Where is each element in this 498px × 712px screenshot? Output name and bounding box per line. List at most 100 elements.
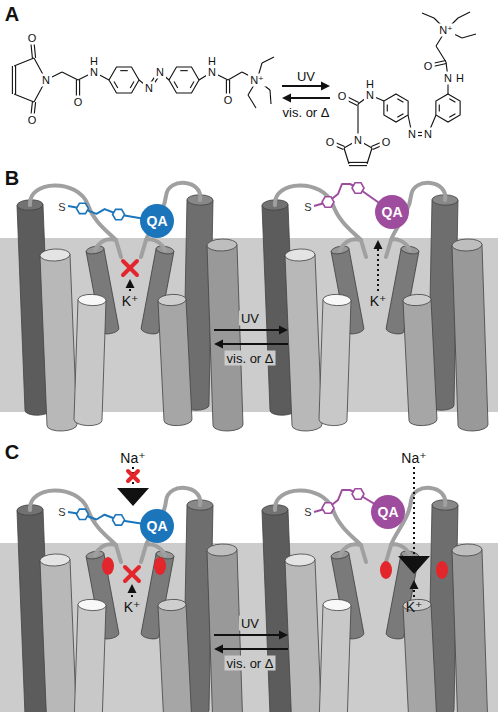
loop (146, 239, 165, 250)
arrow-head (279, 631, 288, 640)
helix-top (452, 239, 482, 252)
helix-top (158, 294, 187, 307)
single-bond (270, 90, 271, 104)
helix-body (285, 559, 322, 712)
linker-ring (352, 489, 364, 499)
atom-label: O (72, 96, 85, 109)
helix-body (40, 559, 77, 712)
arrow-head (321, 82, 330, 91)
aromatic-bond (114, 81, 118, 88)
loop (95, 544, 116, 555)
aromatic-bond (397, 114, 403, 118)
panel-letter: B (5, 168, 19, 188)
na-flux-line (413, 467, 415, 556)
helix-cylinder (452, 544, 488, 712)
linker-ring (113, 209, 125, 219)
filter-site (436, 561, 448, 579)
helix-top (40, 248, 70, 261)
single-bond (344, 148, 349, 164)
atom-label: N (422, 128, 434, 141)
loop (275, 490, 366, 562)
light-label: UV (297, 70, 315, 83)
helix-body (319, 300, 351, 427)
photoswitch-arrow (223, 343, 288, 345)
atom-label: N⁺ (437, 24, 455, 37)
arrow-head (279, 326, 288, 335)
node-text: QA (147, 519, 168, 533)
helix-body (403, 604, 437, 712)
photoswitch-arrow (282, 85, 321, 87)
helix-body (319, 605, 351, 712)
aromatic-bond (439, 104, 440, 111)
helix-top (285, 248, 315, 261)
sulfur-label: S (58, 202, 65, 213)
helix-cylinder (40, 553, 77, 712)
na-flux-head (398, 556, 430, 574)
helix-top (323, 294, 351, 306)
atom-label: O (222, 94, 235, 107)
helix-body (207, 550, 243, 712)
aromatic-bond (190, 81, 194, 88)
node-text: QA (378, 505, 399, 519)
helix-cylinder (319, 599, 351, 712)
single-bond (367, 148, 372, 164)
helix-cylinder (207, 239, 243, 432)
arrow-head (214, 645, 223, 654)
benzene-ring (109, 67, 139, 93)
benzene-ring (436, 94, 460, 122)
atom-label: N (143, 82, 155, 95)
helix-body (158, 604, 192, 712)
helix-top (323, 599, 351, 611)
aromatic-bond (449, 114, 455, 118)
single-bond (462, 34, 476, 38)
arrow-head (128, 584, 137, 593)
channel (262, 183, 488, 432)
helix-cylinder (319, 294, 351, 426)
loop (391, 544, 410, 555)
helix-body (285, 254, 322, 431)
aromatic-bond (130, 81, 134, 88)
atom-label: H (206, 55, 218, 68)
benzene-ring (384, 94, 408, 122)
channel (262, 488, 488, 712)
sulfur-label: S (304, 507, 311, 518)
double-bond (349, 162, 367, 163)
channel (17, 488, 243, 712)
aromatic-bond (120, 70, 128, 71)
aromatic-bond (449, 99, 455, 103)
ion-flux-arrow (413, 589, 415, 597)
atom-label: O (422, 60, 435, 73)
loop (275, 185, 366, 257)
helix-body (40, 254, 77, 431)
atom-label: N (352, 134, 364, 147)
channel (17, 183, 243, 432)
helix-cylinder (40, 248, 77, 431)
node-text: QA (147, 214, 168, 228)
molecule-structures (12, 12, 476, 166)
ion-flux-arrow (377, 249, 379, 291)
linker-ring (322, 197, 334, 207)
single-bond (228, 72, 242, 80)
ion-label: K⁺ (370, 294, 387, 308)
linker-ring (322, 503, 334, 513)
panel-letter: C (5, 442, 19, 462)
atom-label: O (26, 114, 39, 127)
loop (141, 488, 200, 562)
single-bond (62, 72, 78, 80)
double-bond (349, 165, 367, 166)
helix-body (452, 550, 488, 712)
ion-flux-arrow (129, 288, 131, 291)
helix-top (207, 239, 237, 252)
atom-label: N (40, 74, 52, 87)
aromatic-bond (174, 81, 178, 88)
arrow-head (126, 279, 135, 288)
atom-label: O (324, 136, 337, 149)
helix-body (403, 299, 437, 426)
ion-label: K⁺ (406, 600, 423, 614)
helix-cylinder (158, 599, 193, 712)
helix-cylinder (207, 544, 243, 712)
ion-label: K⁺ (122, 294, 139, 308)
single-bond (436, 46, 446, 62)
loop (146, 544, 165, 555)
helix-top (158, 599, 187, 612)
